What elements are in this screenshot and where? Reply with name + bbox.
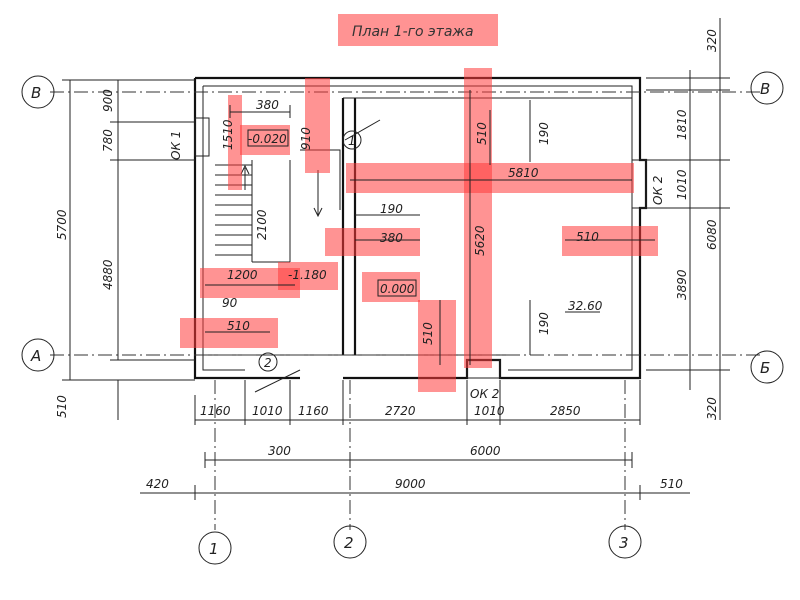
room-marks: 1 2 bbox=[258, 130, 362, 372]
axis-b-label: Б bbox=[760, 359, 770, 377]
window-ok1-label: ОК 1 bbox=[169, 131, 183, 160]
dim-2100: 2100 bbox=[255, 209, 269, 240]
dim-1010-right: 1010 bbox=[675, 169, 689, 200]
dim-5700: 5700 bbox=[55, 209, 69, 240]
level-stair: -0.020 bbox=[248, 132, 287, 146]
left-dimensions: 5700 4880 900 780 510 bbox=[55, 79, 195, 420]
dim-row1-1160a: 1160 bbox=[200, 404, 231, 418]
dim-190-bottom: 190 bbox=[537, 312, 551, 335]
axis-a-label: А bbox=[30, 347, 41, 365]
dim-510-vert-top: 510 bbox=[475, 122, 489, 145]
title-highlight bbox=[338, 14, 498, 46]
highlight-overlays bbox=[180, 68, 658, 392]
window-labels: ОК 1 ОК 2 ОК 2 bbox=[169, 131, 665, 401]
dim-row3-510: 510 bbox=[660, 477, 683, 491]
window-ok2-right-label: ОК 2 bbox=[651, 176, 665, 205]
axis-3-label: 3 bbox=[619, 534, 629, 552]
dim-1810: 1810 bbox=[675, 109, 689, 140]
axis-markers: В А В Б 1 2 3 bbox=[21, 71, 784, 565]
axis-v-left-label: В bbox=[31, 84, 41, 102]
dim-row1-2850: 2850 bbox=[550, 404, 581, 418]
dim-380-stair: 380 bbox=[256, 98, 279, 112]
dim-510-right-interior: 510 bbox=[576, 230, 599, 244]
room-mark-1: 1 bbox=[348, 134, 356, 148]
level-floor: 0.000 bbox=[380, 282, 415, 296]
dim-3890: 3890 bbox=[675, 269, 689, 300]
dim-6080: 6080 bbox=[705, 219, 719, 250]
dim-190-mid: 190 bbox=[380, 202, 403, 216]
dim-510-left-interior: 510 bbox=[227, 319, 250, 333]
axis-v-right-label: В bbox=[760, 80, 770, 98]
dim-380: 380 bbox=[380, 231, 403, 245]
interior-dimension-texts: 380 1510 2100 910 190 190 190 380 1200 -… bbox=[221, 98, 599, 345]
dim-1200: 1200 bbox=[227, 268, 258, 282]
dim-510-vert-bottom: 510 bbox=[421, 322, 435, 345]
dim-row1-1160b: 1160 bbox=[298, 404, 329, 418]
axis-lines bbox=[50, 91, 760, 530]
right-dimensions: 320 6080 1810 1010 3890 320 bbox=[646, 18, 730, 420]
dim-320-bottom: 320 bbox=[705, 397, 719, 420]
plan-title: План 1-го этажа bbox=[352, 24, 474, 40]
dim-5620: 5620 bbox=[473, 225, 487, 256]
dim-900: 900 bbox=[101, 89, 115, 112]
interior-dimension-lines bbox=[205, 90, 655, 365]
doors bbox=[254, 119, 381, 393]
window-ok2-bottom-label: ОК 2 bbox=[470, 387, 499, 401]
dim-row2-6000: 6000 bbox=[470, 444, 501, 458]
dim-1510: 1510 bbox=[221, 119, 235, 150]
dim-910: 910 bbox=[299, 127, 313, 150]
dim-row2-300: 300 bbox=[268, 444, 291, 458]
dim-5810: 5810 bbox=[508, 166, 539, 180]
dim-row1-1010a: 1010 bbox=[252, 404, 283, 418]
axis-1-label: 1 bbox=[209, 540, 219, 558]
dim-row1-1010b: 1010 bbox=[474, 404, 505, 418]
dim-510-left: 510 bbox=[55, 395, 69, 418]
dim-neg-1180: -1.180 bbox=[288, 268, 327, 282]
room-area: 32.60 bbox=[568, 299, 603, 313]
bottom-dimensions: 1160 1010 1160 2720 1010 2850 300 6000 4… bbox=[140, 380, 690, 500]
dim-90: 90 bbox=[222, 296, 238, 310]
dim-4880: 4880 bbox=[101, 259, 115, 290]
dim-190-top: 190 bbox=[537, 122, 551, 145]
dim-780: 780 bbox=[101, 129, 115, 152]
dim-row3-9000: 9000 bbox=[395, 477, 426, 491]
axis-2-label: 2 bbox=[344, 534, 354, 552]
levels-area: -0.020 0.000 32.60 bbox=[247, 129, 603, 313]
dim-row3-420: 420 bbox=[146, 477, 169, 491]
dim-row1-2720: 2720 bbox=[385, 404, 416, 418]
room-mark-2: 2 bbox=[264, 356, 272, 370]
dim-320-top: 320 bbox=[705, 29, 719, 52]
